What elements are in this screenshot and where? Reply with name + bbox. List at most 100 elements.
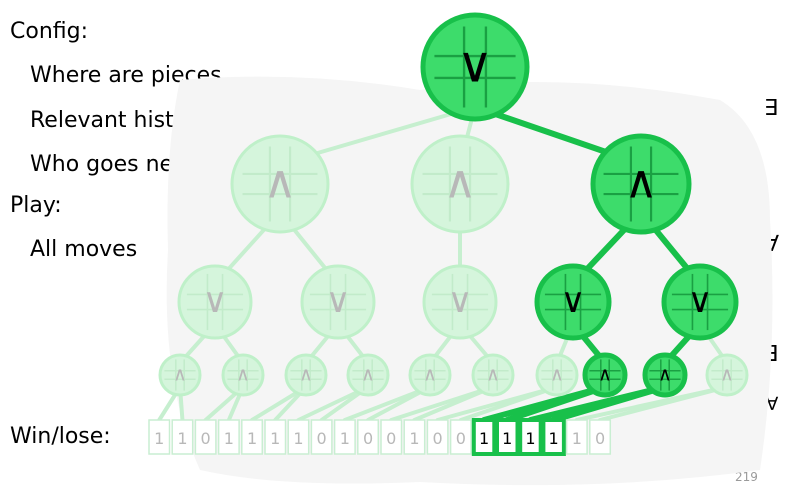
tictactoe-grid-icon	[352, 359, 384, 391]
level3-node: ∧	[221, 353, 265, 397]
node-circle	[346, 353, 390, 397]
leaf-box	[426, 419, 449, 455]
config-header: Config:	[10, 19, 88, 44]
leaf-value: 1	[495, 418, 520, 456]
level1-node: ∧	[230, 134, 330, 234]
leaf-value: 0	[357, 419, 380, 455]
leaf-label: 1	[224, 429, 234, 448]
node-operator: ∧	[624, 155, 657, 208]
leaf-box	[333, 419, 356, 455]
leaf-value: 1	[518, 418, 543, 456]
level2-node: ∨	[422, 264, 498, 340]
leaf-label: 1	[549, 429, 559, 448]
node-operator: ∧	[173, 364, 187, 386]
tictactoe-grid-icon	[434, 26, 516, 108]
tictactoe-grid-icon	[711, 359, 743, 391]
leaf-value: 0	[589, 419, 612, 455]
node-circle	[230, 134, 330, 234]
node-operator: ∧	[550, 364, 564, 386]
node-operator: ∨	[457, 36, 493, 94]
leaf-label: 1	[479, 429, 489, 448]
leaf-box	[471, 418, 497, 456]
node-circle	[534, 263, 612, 341]
node-operator: ∨	[202, 281, 227, 321]
tictactoe-grid-icon	[477, 359, 509, 391]
leaf-box	[357, 419, 380, 455]
tictactoe-grid-icon	[541, 359, 573, 391]
level2-node: ∨	[661, 263, 739, 341]
leaf-value: 1	[171, 419, 194, 455]
leaf-value: 1	[217, 419, 240, 455]
leaf-value: 1	[403, 419, 426, 455]
leaf-label: 1	[247, 429, 257, 448]
leaf-value: 0	[380, 419, 403, 455]
leaf-label: 1	[154, 429, 164, 448]
leaf-box	[287, 419, 310, 455]
node-circle	[221, 353, 265, 397]
leaf-value: 1	[471, 418, 497, 456]
edge	[458, 385, 559, 422]
tictactoe-grid-icon	[589, 359, 621, 391]
node-operator: ∧	[263, 155, 296, 208]
tictactoe-grid-icon	[227, 359, 259, 391]
node-circle	[582, 352, 628, 398]
leaf-box	[565, 419, 588, 455]
node-operator: ∧	[443, 155, 476, 208]
leaf-box	[194, 419, 217, 455]
leaf-box	[217, 419, 240, 455]
leaf-label: 1	[572, 429, 582, 448]
win-lose-label: Win/lose:	[10, 424, 111, 449]
level1-node: ∧	[590, 133, 692, 235]
leaf-box	[171, 419, 194, 455]
level3-node: ∧	[408, 353, 452, 397]
leaf-value: 1	[541, 418, 566, 456]
node-circle	[284, 353, 328, 397]
play-header: Play:	[10, 193, 62, 218]
node-operator: ∧	[658, 364, 672, 386]
tictactoe-grid-icon	[544, 273, 602, 331]
leaf-box	[264, 419, 287, 455]
node-circle	[471, 353, 515, 397]
leaf-value: 0	[426, 419, 449, 455]
leaf-value: 1	[148, 419, 171, 455]
node-operator: ∧	[299, 364, 313, 386]
node-circle	[408, 353, 452, 397]
leaf-label: 1	[293, 429, 303, 448]
edge-highlighted	[550, 384, 668, 423]
leaf-box	[518, 418, 543, 456]
tictactoe-grid-icon	[422, 146, 498, 222]
leaf-label: 1	[502, 429, 512, 448]
node-operator: ∧	[598, 364, 612, 386]
leaf-label: 0	[363, 429, 373, 448]
leaf-value: 0	[310, 419, 333, 455]
leaf-label: 1	[177, 429, 187, 448]
leaf-box	[449, 419, 472, 455]
tictactoe-grid-icon	[414, 359, 446, 391]
quantifier-leaves: ∀	[766, 394, 779, 415]
node-operator: ∧	[486, 364, 500, 386]
leaf-label: 0	[386, 429, 396, 448]
tictactoe-grid-icon	[164, 359, 196, 391]
leaf-value: 1	[264, 419, 287, 455]
level3-node: ∧	[582, 352, 628, 398]
leaf-label: 1	[270, 429, 280, 448]
leaf-value: 1	[565, 419, 588, 455]
node-operator: ∨	[447, 281, 472, 321]
leaf-value: 0	[449, 419, 472, 455]
leaf-box	[241, 419, 264, 455]
leaf-box	[541, 418, 566, 456]
leaf-value: 0	[194, 419, 217, 455]
leaf-label: 0	[317, 429, 327, 448]
node-circle	[642, 352, 688, 398]
level3-node: ∧	[284, 353, 328, 397]
tictactoe-grid-icon	[309, 273, 367, 331]
tictactoe-grid-icon	[186, 273, 244, 331]
node-operator: ∧	[720, 364, 734, 386]
tictactoe-grid-icon	[603, 146, 679, 222]
leaf-value: 1	[287, 419, 310, 455]
node-circle	[422, 264, 498, 340]
leaf-label: 1	[409, 429, 419, 448]
node-operator: ∧	[423, 364, 437, 386]
play-item-all-moves: All moves	[30, 237, 138, 262]
leaf-label: 1	[340, 429, 350, 448]
